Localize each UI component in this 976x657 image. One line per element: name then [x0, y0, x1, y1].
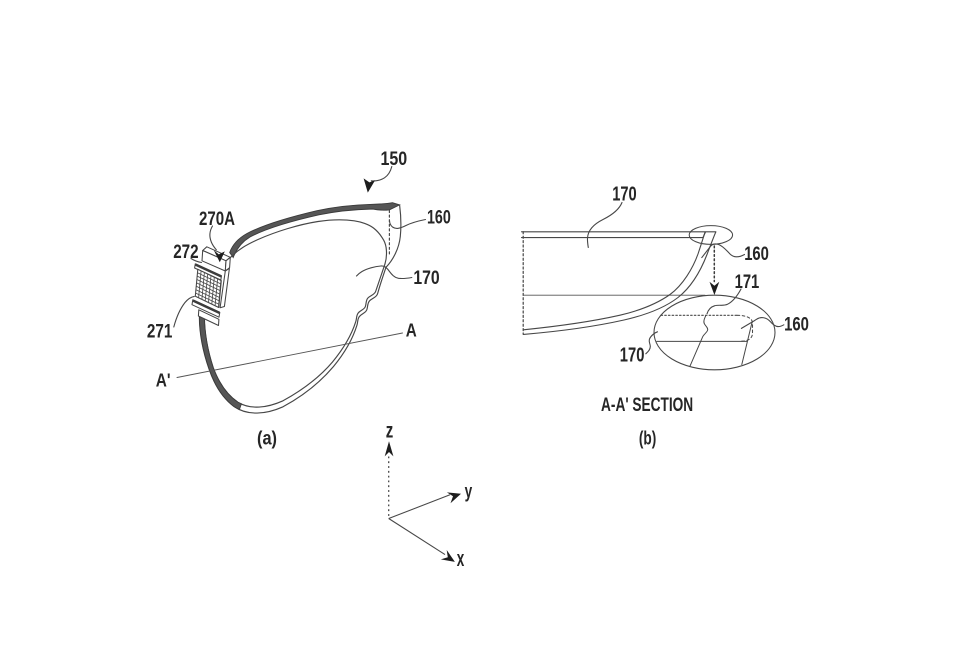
- svg-text:A': A': [156, 371, 171, 391]
- svg-text:170: 170: [620, 345, 645, 367]
- svg-text:(b): (b): [639, 429, 656, 450]
- svg-text:y: y: [465, 481, 473, 502]
- svg-text:270A: 270A: [199, 209, 235, 230]
- svg-text:x: x: [457, 546, 465, 571]
- svg-text:A: A: [406, 320, 417, 340]
- svg-text:160: 160: [744, 244, 769, 265]
- svg-text:160: 160: [784, 314, 809, 335]
- svg-text:171: 171: [735, 272, 760, 293]
- svg-text:A-A' SECTION: A-A' SECTION: [601, 395, 693, 416]
- svg-text:150: 150: [381, 149, 408, 170]
- svg-text:170: 170: [612, 183, 636, 205]
- svg-text:271: 271: [147, 322, 173, 343]
- svg-text:272: 272: [173, 242, 198, 263]
- svg-text:(a): (a): [257, 428, 277, 449]
- svg-text:160: 160: [427, 207, 451, 228]
- svg-text:170: 170: [413, 268, 439, 289]
- svg-text:z: z: [386, 419, 394, 442]
